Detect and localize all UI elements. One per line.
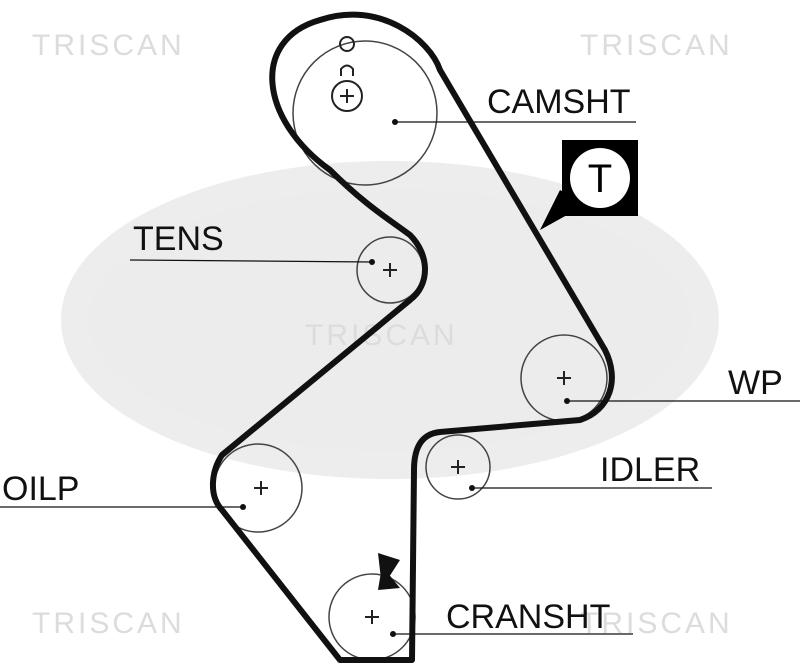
pulley-center-icon	[254, 481, 268, 495]
watermark-top-right: TRISCAN	[580, 29, 733, 62]
label-oil-pump: OILP	[2, 470, 79, 508]
leader-lines	[0, 121, 800, 635]
rotation-direction-icon	[378, 553, 400, 590]
label-crankshaft: CRANSHT	[446, 598, 610, 636]
pulley-center-icon	[451, 460, 465, 474]
crankshaft-pulley	[328, 573, 416, 661]
label-water-pump: WP	[728, 364, 783, 402]
label-tensioner: TENS	[133, 220, 224, 258]
tension-badge-icon: T	[540, 140, 638, 230]
idler-pulley	[425, 434, 491, 500]
timing-mark-icon	[331, 36, 363, 112]
label-camshaft: CAMSHT	[487, 83, 631, 121]
tension-badge-text: T	[588, 157, 612, 201]
label-idler: IDLER	[600, 451, 700, 489]
timing-belt	[210, 11, 615, 663]
pulley-center-icon	[557, 371, 571, 385]
watermark-top-left: TRISCAN	[32, 29, 185, 62]
watermark-bottom-left: TRISCAN	[32, 607, 185, 640]
pulley-center-icon	[365, 610, 379, 624]
pulley-center-icon	[383, 263, 397, 277]
